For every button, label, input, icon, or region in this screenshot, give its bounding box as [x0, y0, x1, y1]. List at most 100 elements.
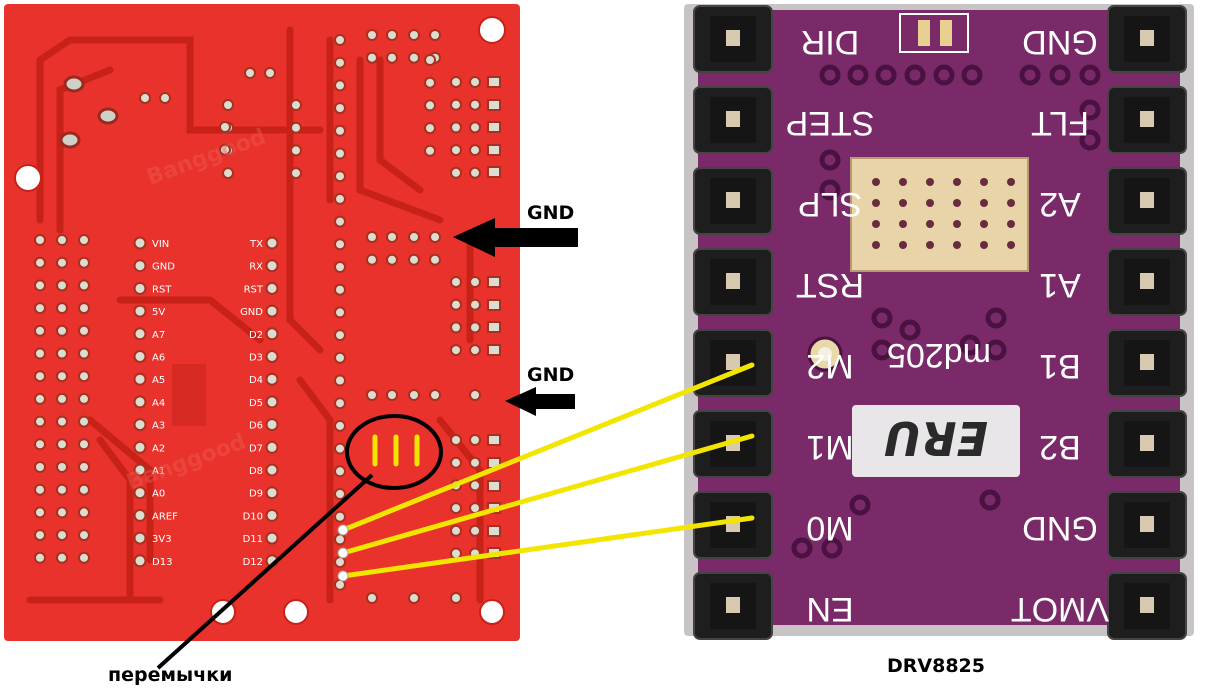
- board-pad: [334, 351, 346, 364]
- header-pin: [726, 30, 740, 46]
- thermal-via: [1007, 199, 1015, 207]
- module-via: [871, 307, 893, 329]
- module-via: [1019, 64, 1041, 86]
- header-pin: [1140, 435, 1154, 451]
- nano-pad: [133, 418, 147, 432]
- thermal-via: [1007, 241, 1015, 249]
- board-pad: [469, 456, 481, 469]
- nano-pad: [265, 350, 279, 363]
- module-left-pin-label: M2: [806, 347, 853, 385]
- header-pin: [1140, 111, 1154, 127]
- module-left-pin-label: STEP: [786, 104, 875, 142]
- module-via: [1079, 99, 1101, 121]
- module-via: [819, 149, 841, 171]
- board-pad: [56, 529, 68, 542]
- board-pad: [487, 99, 501, 111]
- board-pad: [78, 370, 90, 383]
- nano-pad: [265, 486, 279, 500]
- board-pad: [34, 392, 46, 405]
- nano-left-pin-label: 5V: [152, 307, 165, 318]
- board-pad: [487, 344, 501, 356]
- board-pad: [56, 370, 68, 383]
- module-right-pin-label: FLT: [1031, 104, 1089, 142]
- board-pad: [469, 166, 481, 179]
- module-right-pin-label: B1: [1039, 347, 1081, 385]
- nano-left-pin-label: A6: [152, 353, 165, 364]
- board-pad: [429, 253, 441, 266]
- board-pad: [450, 321, 462, 334]
- board-pad: [56, 279, 68, 292]
- module-left-pin-label: M0: [806, 509, 853, 547]
- nano-right-pin-label: D3: [249, 353, 263, 364]
- board-pad: [56, 302, 68, 315]
- board-pad: [487, 321, 501, 333]
- board-pad: [264, 67, 276, 79]
- board-pad: [334, 419, 346, 432]
- board-pad: [487, 144, 501, 156]
- nano-pad: [133, 281, 147, 295]
- board-pad: [450, 592, 462, 604]
- board-pad: [334, 397, 346, 410]
- board-pad: [78, 324, 90, 337]
- board-pad: [34, 506, 46, 519]
- board-pad: [429, 231, 441, 243]
- board-pad: [78, 279, 90, 292]
- nano-left-pin-label: A1: [152, 466, 165, 477]
- nano-pad: [133, 372, 147, 386]
- jumper-pointer-line: [156, 473, 374, 670]
- nano-right-pin-label: RX: [249, 262, 263, 273]
- board-pad: [334, 510, 346, 523]
- nano-left-pin-label: A4: [152, 398, 165, 409]
- board-pad: [334, 147, 346, 160]
- header-pin: [1140, 354, 1154, 370]
- module-right-pin-label: GND: [1022, 509, 1098, 547]
- module-left-pin-label: EN: [806, 590, 853, 628]
- module-via: [979, 489, 1001, 511]
- nano-right-pin-label: D5: [249, 398, 263, 409]
- board-pad: [34, 529, 46, 542]
- header-pin: [1140, 30, 1154, 46]
- module-via: [875, 64, 897, 86]
- header-pin: [726, 597, 740, 613]
- module-right-pin-label: A2: [1039, 185, 1081, 223]
- board-pad: [450, 121, 462, 134]
- board-pad: [386, 253, 398, 266]
- board-pad: [56, 415, 68, 428]
- board-pad: [334, 215, 346, 228]
- board-pad: [222, 167, 234, 180]
- board-pad: [424, 76, 436, 89]
- module-via: [904, 64, 926, 86]
- thermal-via: [980, 178, 988, 186]
- board-pad: [366, 389, 378, 401]
- board-pad: [469, 502, 481, 515]
- nano-right-pin-label: RST: [244, 284, 264, 295]
- header-pin: [726, 273, 740, 289]
- nano-left-pin-label: A5: [152, 375, 165, 386]
- module-right-pin-label: A1: [1039, 266, 1081, 304]
- board-pad: [56, 461, 68, 473]
- nano-pad: [265, 327, 279, 341]
- board-pad: [424, 144, 436, 157]
- board-pad: [450, 276, 462, 288]
- board-pad: [56, 324, 68, 337]
- module-left-pin-label: DIR: [801, 23, 860, 61]
- board-pad: [56, 234, 68, 246]
- board-pad: [56, 438, 68, 451]
- board-pad: [334, 34, 346, 46]
- board-pad: [34, 370, 46, 383]
- board-pad: [469, 524, 481, 537]
- nano-pad: [133, 304, 147, 318]
- heatsink-pad: [850, 157, 1029, 272]
- board-pad: [408, 253, 420, 266]
- board-pad: [408, 592, 420, 604]
- nano-pad: [265, 440, 279, 454]
- board-pad: [334, 533, 346, 546]
- jumper-bars: [372, 434, 420, 467]
- nano-left-pin-label: VIN: [152, 239, 169, 250]
- thermal-via: [899, 178, 907, 186]
- nano-right-pin-label: TX: [249, 239, 263, 250]
- board-pad: [334, 238, 346, 251]
- board-pad: [78, 234, 90, 246]
- nano-pad: [265, 508, 279, 522]
